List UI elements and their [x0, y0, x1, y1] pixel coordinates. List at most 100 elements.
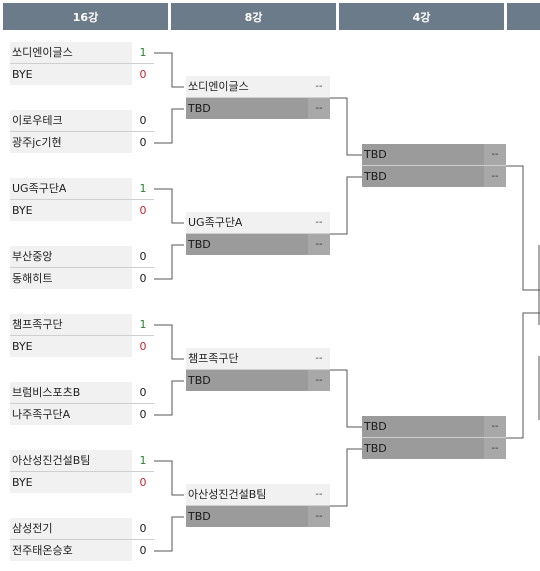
- match-r16-2-top[interactable]: 이로우테크 0: [10, 110, 154, 132]
- team-score: --: [484, 416, 506, 437]
- team-name: BYE: [12, 340, 33, 353]
- match-r16-1-top[interactable]: 쏘디엔이글스 1: [10, 42, 154, 64]
- match-r16-5-top[interactable]: 챔프족구단 1: [10, 314, 154, 336]
- team-name: 아산성진건설B팀: [188, 488, 267, 501]
- match-r16-3-top[interactable]: UG족구단A 1: [10, 178, 154, 200]
- team-name: 이로우테크: [12, 114, 63, 127]
- team-name: TBD: [188, 374, 211, 387]
- team-score: 0: [132, 540, 154, 561]
- connector-qf-4: [330, 448, 362, 507]
- match-r16-5-bottom[interactable]: BYE 0: [10, 336, 154, 357]
- team-name: BYE: [12, 68, 33, 81]
- connector-r16-1: [154, 52, 184, 88]
- team-name: 광주jc기현: [12, 136, 62, 149]
- team-name: 챔프족구단: [12, 318, 63, 331]
- team-score: --: [308, 98, 330, 119]
- team-name: 전주태온승호: [12, 544, 73, 557]
- team-name: 챔프족구단: [188, 352, 239, 365]
- connector-qf-3: [330, 369, 362, 428]
- team-score: --: [308, 370, 330, 391]
- team-name: 나주족구단A: [12, 408, 71, 421]
- team-score: --: [308, 234, 330, 255]
- team-name: TBD: [188, 102, 211, 115]
- team-score: 1: [132, 178, 154, 199]
- connector-r16-5: [154, 324, 184, 360]
- team-name: UG족구단A: [188, 216, 243, 229]
- team-score: 0: [132, 110, 154, 131]
- team-name: TBD: [364, 442, 387, 455]
- match-qf-1-bottom[interactable]: TBD --: [186, 98, 330, 119]
- team-name: 삼성전기: [12, 522, 53, 535]
- header-round-16: 16강: [3, 3, 168, 30]
- team-score: 1: [132, 314, 154, 335]
- team-score: --: [484, 438, 506, 459]
- team-name: TBD: [364, 420, 387, 433]
- match-qf-4-top[interactable]: 아산성진건설B팀 --: [186, 484, 330, 506]
- match-r16-2-bottom[interactable]: 광주jc기현 0: [10, 132, 154, 153]
- team-score: --: [308, 76, 330, 97]
- match-r16-8-top[interactable]: 삼성전기 0: [10, 518, 154, 540]
- match-r16-7-top[interactable]: 아산성진건설B팀 1: [10, 450, 154, 472]
- team-score: --: [308, 212, 330, 233]
- match-r16-3-bottom[interactable]: BYE 0: [10, 200, 154, 221]
- match-sf-1-top[interactable]: TBD--: [362, 144, 506, 166]
- match-qf-3-bottom[interactable]: TBD --: [186, 370, 330, 391]
- team-score: --: [308, 348, 330, 369]
- connector-r16-7: [154, 460, 184, 496]
- match-sf-2-bottom[interactable]: TBD --: [362, 438, 506, 459]
- connector-r16-3: [154, 188, 184, 224]
- match-r16-4-bottom[interactable]: 동해히트 0: [10, 268, 154, 289]
- match-r16-6-bottom[interactable]: 나주족구단A 0: [10, 404, 154, 425]
- connector-qf-2: [330, 176, 362, 235]
- team-score: 0: [132, 132, 154, 153]
- match-qf-3-top[interactable]: 챔프족구단 --: [186, 348, 330, 370]
- team-name: 쏘디엔이글스: [188, 80, 249, 93]
- connector-r16-8: [154, 516, 184, 552]
- team-name: 아산성진건설B팀: [12, 454, 91, 467]
- match-qf-1-top[interactable]: 쏘디엔이글스 --: [186, 76, 330, 98]
- team-score: --: [484, 166, 506, 187]
- match-r16-7-bottom[interactable]: BYE 0: [10, 472, 154, 493]
- team-name: 쏘디엔이글스: [12, 46, 73, 59]
- team-name: UG족구단A: [12, 182, 67, 195]
- team-score: 1: [132, 42, 154, 63]
- match-r16-1-bottom[interactable]: BYE 0: [10, 64, 154, 85]
- match-sf-2-top[interactable]: TBD --: [362, 416, 506, 438]
- team-score: 0: [132, 268, 154, 289]
- team-name: TBD: [188, 510, 211, 523]
- header-round-4: 4강: [339, 3, 504, 30]
- team-score: 0: [132, 518, 154, 539]
- team-name: TBD: [188, 238, 211, 251]
- connector-qf-1: [330, 97, 362, 156]
- connector-r16-6: [154, 380, 184, 416]
- team-score: --: [308, 484, 330, 505]
- team-score: 1: [132, 450, 154, 471]
- match-qf-2-top[interactable]: UG족구단A --: [186, 212, 330, 234]
- team-name: 동해히트: [12, 272, 53, 285]
- team-name: TBD: [364, 148, 387, 161]
- team-score: --: [308, 506, 330, 527]
- match-qf-2-bottom[interactable]: TBD --: [186, 234, 330, 255]
- match-sf-1-bottom[interactable]: TBD --: [362, 166, 506, 187]
- team-score: 0: [132, 472, 154, 493]
- team-name: BYE: [12, 476, 33, 489]
- match-qf-4-bottom[interactable]: TBD --: [186, 506, 330, 527]
- team-name: TBD: [364, 170, 387, 183]
- team-name: BYE: [12, 204, 33, 217]
- connector-sf-2: [506, 312, 540, 439]
- team-name: 부산중앙: [12, 250, 53, 263]
- connector-sf-1: [506, 165, 540, 291]
- match-r16-8-bottom[interactable]: 전주태온승호 0: [10, 540, 154, 561]
- team-score: 0: [132, 382, 154, 403]
- team-score: 0: [132, 200, 154, 221]
- header-round-8: 8강: [171, 3, 336, 30]
- connector-r16-4: [154, 244, 184, 280]
- team-score: 0: [132, 64, 154, 85]
- connector-r16-2: [154, 108, 184, 144]
- team-score: 0: [132, 404, 154, 425]
- team-score: 0: [132, 336, 154, 357]
- header-final: [507, 3, 540, 30]
